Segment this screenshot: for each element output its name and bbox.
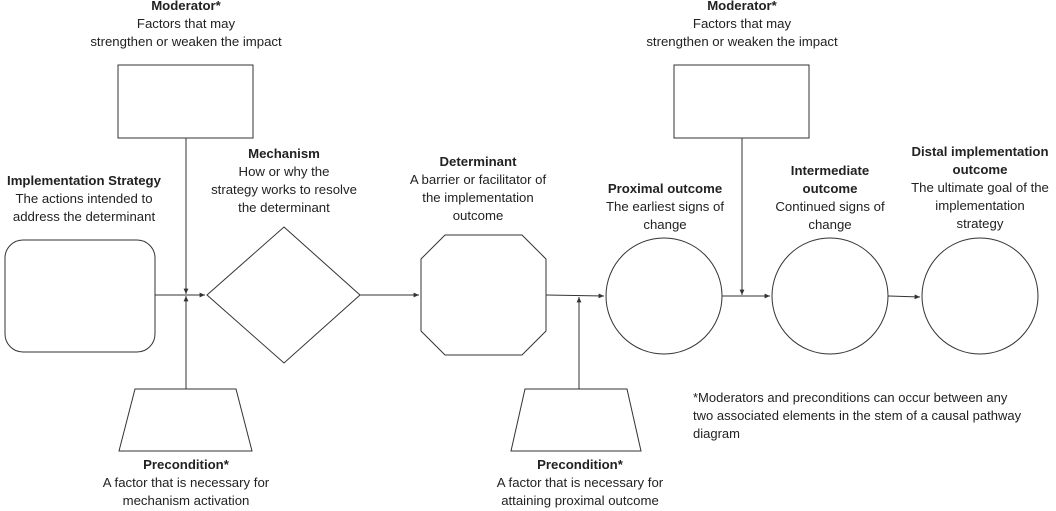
moderator-right-desc-1: Factors that may	[692, 16, 792, 31]
distal-outcome-desc-3: strategy	[956, 216, 1004, 231]
intermediate-outcome-desc-1: Continued signs of	[775, 199, 885, 214]
moderator-left-box	[117, 64, 254, 139]
moderator-left-title: Moderator*	[151, 0, 221, 13]
proximal-outcome-desc-2: change	[643, 217, 687, 232]
intermediate-outcome-circle	[771, 237, 889, 355]
precondition-right-desc-1: A factor that is necessary for	[496, 475, 664, 490]
strategy-desc-2: address the determinant	[12, 209, 156, 224]
moderator-left-desc-1: Factors that may	[136, 16, 236, 31]
mechanism-desc-3: the determinant	[238, 200, 330, 215]
footnote-line-1: *Moderators and preconditions can occur …	[693, 390, 1008, 405]
footnote: *Moderators and preconditions can occur …	[693, 389, 1043, 443]
proximal-outcome-title: Proximal outcome	[607, 181, 723, 196]
precondition-left-desc-1: A factor that is necessary for	[102, 475, 270, 490]
strategy-title: Implementation Strategy	[7, 173, 161, 188]
arrow-determinant-to-proximal	[545, 293, 605, 299]
determinant-octagon	[420, 234, 547, 356]
footnote-line-2: two associated elements in the stem of a…	[693, 408, 1022, 423]
precondition-left-desc-2: mechanism activation	[122, 493, 250, 508]
strategy-desc-1: The actions intended to	[15, 191, 153, 206]
proximal-outcome-label: Proximal outcome The earliest signs of c…	[590, 180, 740, 234]
precondition-right-desc-2: attaining proximal outcome	[501, 493, 659, 508]
precondition-right-label: Precondition* A factor that is necessary…	[460, 456, 700, 510]
precondition-left-label: Precondition* A factor that is necessary…	[66, 456, 306, 510]
determinant-desc-1: A barrier or facilitator of	[409, 172, 547, 187]
mechanism-desc-2: strategy works to resolve	[211, 182, 357, 197]
moderator-right-desc-2: strengthen or weaken the impact	[646, 34, 838, 49]
arrow-intermediate-to-distal	[887, 294, 921, 300]
distal-outcome-desc-2: implementation	[935, 198, 1025, 213]
moderator-right-box	[673, 64, 810, 139]
strategy-label: Implementation Strategy The actions inte…	[0, 172, 168, 226]
strategy-box	[4, 239, 156, 353]
precondition-left-title: Precondition*	[143, 457, 229, 472]
distal-outcome-circle	[921, 237, 1039, 355]
mechanism-desc-1: How or why the	[238, 164, 330, 179]
distal-outcome-label: Distal implementation outcome The ultima…	[902, 143, 1056, 233]
intermediate-outcome-title: Intermediate	[790, 163, 870, 178]
proximal-outcome-circle	[605, 237, 723, 355]
determinant-title: Determinant	[439, 154, 517, 169]
moderator-left-label: Moderator* Factors that may strengthen o…	[56, 0, 316, 51]
mechanism-label: Mechanism How or why the strategy works …	[194, 145, 374, 217]
moderator-right-label: Moderator* Factors that may strengthen o…	[612, 0, 872, 51]
precondition-right-trapezoid	[510, 388, 642, 452]
mechanism-title: Mechanism	[248, 146, 320, 161]
determinant-desc-3: outcome	[452, 208, 504, 223]
intermediate-outcome-label: Intermediate outcome Continued signs of …	[755, 162, 905, 234]
distal-outcome-desc-1: The ultimate goal of the	[911, 180, 1049, 195]
proximal-outcome-desc-1: The earliest signs of	[605, 199, 724, 214]
determinant-label: Determinant A barrier or facilitator of …	[388, 153, 568, 225]
precondition-right-title: Precondition*	[537, 457, 623, 472]
moderator-left-desc-2: strengthen or weaken the impact	[90, 34, 282, 49]
moderator-right-title: Moderator*	[707, 0, 777, 13]
determinant-desc-2: the implementation	[422, 190, 534, 205]
distal-outcome-title: Distal implementation	[911, 144, 1049, 159]
distal-outcome-title-2: outcome	[952, 162, 1008, 177]
footnote-line-3: diagram	[693, 426, 740, 441]
intermediate-outcome-title-2: outcome	[802, 181, 858, 196]
mechanism-diamond	[206, 226, 361, 364]
precondition-left-trapezoid	[118, 388, 253, 452]
intermediate-outcome-desc-2: change	[808, 217, 852, 232]
